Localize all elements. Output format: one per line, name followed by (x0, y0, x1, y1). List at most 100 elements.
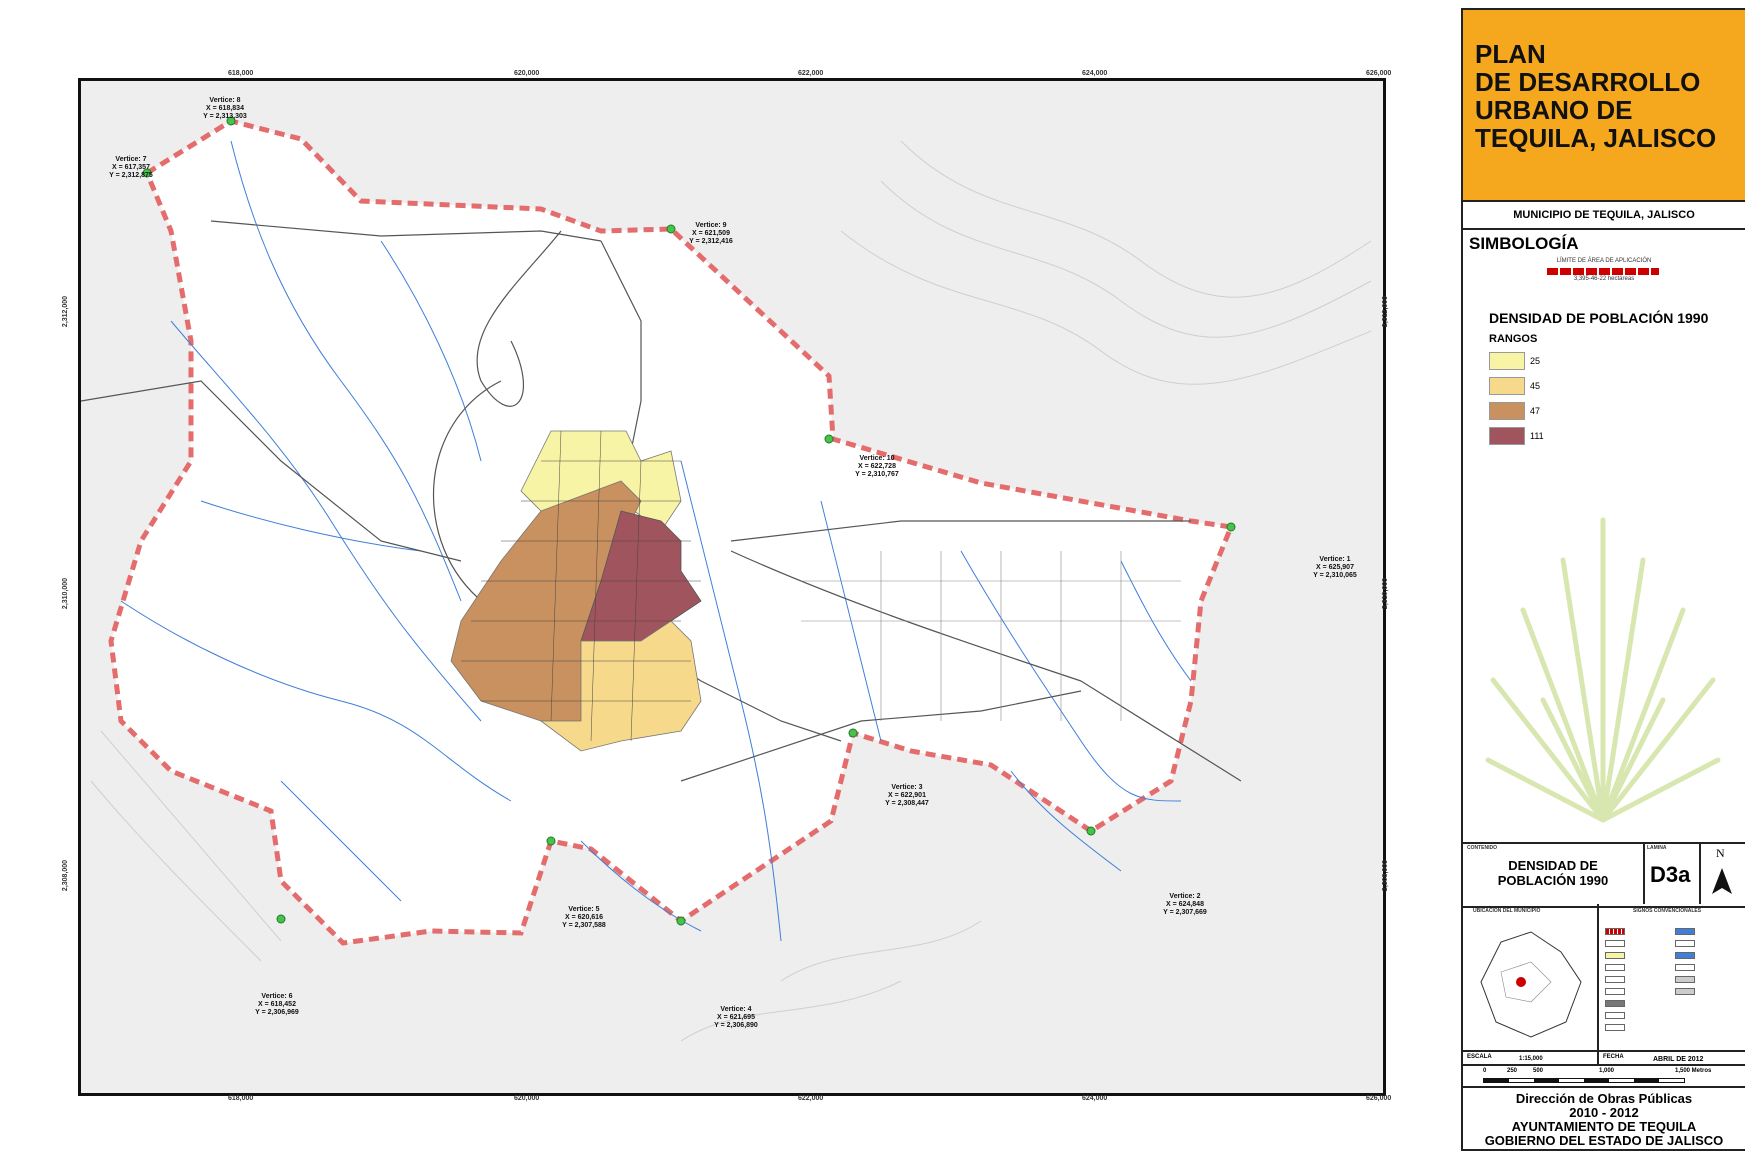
ubicacion-label: UBICACIÓN DEL MUNICIPIO (1473, 908, 1541, 914)
top-tick: 620,000 (514, 70, 540, 77)
sign-swatch (1605, 976, 1625, 983)
escala-value: 1:15,000 (1519, 1056, 1543, 1062)
bottom-tick: 620,000 (514, 1095, 540, 1102)
limite-label: LÍMITE DE ÁREA DE APLICACIÓN (1556, 258, 1652, 264)
signos-label: SIGNOS CONVENCIONALES (1633, 908, 1702, 914)
footer-line: Dirección de Obras Públicas (1515, 1091, 1693, 1106)
sign-swatch (1605, 952, 1625, 959)
north-label: N (1716, 846, 1725, 860)
sign-swatch (1605, 988, 1625, 995)
lamina-code: D3a (1650, 862, 1691, 887)
sign-swatch (1605, 940, 1625, 947)
sign-swatch (1675, 976, 1695, 983)
location-minimap (1480, 931, 1582, 1038)
footer-line: GOBIERNO DEL ESTADO DE JALISCO (1484, 1133, 1724, 1148)
right-tick: 2,308,000 (1382, 859, 1390, 892)
plan-title: PLAN DE DESARROLLO URBANO DE TEQUILA, JA… (1475, 39, 1717, 153)
divider (1597, 904, 1599, 1050)
bottom-tick: 618,000 (228, 1095, 254, 1102)
left-tick: 2,308,000 (62, 859, 70, 892)
street-grid (801, 551, 1181, 721)
scale-tick: 0 (1483, 1068, 1487, 1074)
simbologia-heading: SIMBOLOGÍA (1469, 234, 1579, 253)
density-zone-45 (539, 620, 702, 752)
divider (1699, 842, 1701, 904)
vertex-markers (142, 116, 1236, 926)
rangos-heading: RANGOS (1489, 333, 1538, 345)
fecha-label: FECHA (1603, 1054, 1624, 1060)
density-zone-111 (580, 510, 702, 642)
footer-block: Dirección de Obras Públicas 2010 - 2012 … (1463, 1092, 1745, 1148)
scale-tick: 1,000 (1599, 1068, 1615, 1074)
contenido-label: CONTENIDO (1467, 845, 1497, 851)
divider (1463, 1050, 1745, 1052)
footer-line: 2010 - 2012 (1569, 1105, 1639, 1120)
divider (1597, 1050, 1599, 1064)
escala-label: ESCALA (1467, 1054, 1492, 1060)
limite-symbol (1547, 268, 1659, 275)
right-tick: 2,312,000 (1382, 295, 1390, 328)
scale-tick: 250 (1507, 1068, 1518, 1074)
top-tick: 624,000 (1082, 70, 1108, 77)
legend-swatch-45 (1489, 377, 1525, 395)
density-title: DENSIDAD DE POBLACIÓN 1990 (1489, 310, 1709, 326)
legend-swatch-25 (1489, 352, 1525, 370)
legend-panel: PLAN DE DESARROLLO URBANO DE TEQUILA, JA… (1461, 8, 1745, 1151)
legend-label: 111 (1530, 431, 1544, 441)
sign-swatch (1675, 952, 1695, 959)
bottom-tick: 626,000 (1366, 1095, 1392, 1102)
city-streets (461, 430, 701, 742)
title-block: PLAN DE DESARROLLO URBANO DE TEQUILA, JA… (1463, 10, 1745, 202)
content-box (1463, 842, 1745, 908)
map-frame[interactable] (78, 78, 1386, 1096)
sign-swatch (1605, 1000, 1625, 1007)
fecha-value: ABRIL DE 2012 (1653, 1056, 1704, 1063)
scale-tick: 1,500 Metros (1675, 1068, 1712, 1074)
bottom-tick: 624,000 (1082, 1095, 1108, 1102)
sign-swatch (1605, 1024, 1625, 1031)
north-arrow-icon (1712, 868, 1732, 894)
sign-swatch (1605, 928, 1625, 935)
sign-swatch (1675, 964, 1695, 971)
scale-bar (1483, 1078, 1685, 1083)
footer-line: AYUNTAMIENTO DE TEQUILA (1511, 1119, 1697, 1134)
left-tick: 2,310,000 (62, 577, 70, 610)
sign-swatch (1605, 1012, 1625, 1019)
top-tick: 622,000 (798, 70, 824, 77)
divider (1463, 1064, 1745, 1066)
divider (1463, 1086, 1745, 1088)
municipio-label: MUNICIPIO DE TEQUILA, JALISCO (1463, 202, 1745, 230)
bottom-tick: 622,000 (798, 1095, 824, 1102)
sign-swatch (1675, 988, 1695, 995)
sign-swatch (1675, 928, 1695, 935)
sign-swatch (1675, 940, 1695, 947)
right-tick: 2,310,000 (1382, 577, 1390, 610)
divider (1643, 842, 1645, 904)
legend-label: 25 (1530, 356, 1541, 366)
top-tick: 626,000 (1366, 70, 1392, 77)
sign-swatch (1605, 964, 1625, 971)
agave-watermark (1485, 517, 1721, 823)
roads (81, 220, 1242, 782)
top-tick: 618,000 (228, 70, 254, 77)
legend-swatch-47 (1489, 402, 1525, 420)
legend-label: 45 (1530, 381, 1541, 391)
map-canvas[interactable] (81, 81, 1383, 1093)
lamina-label: LAMINA (1647, 845, 1667, 851)
legend-swatch-111 (1489, 427, 1525, 445)
legend-label: 47 (1530, 406, 1541, 416)
contour-lines (90, 140, 1372, 1042)
limite-area: 3,395-46-22 hectáreas (1573, 276, 1635, 282)
left-tick: 2,312,000 (62, 295, 70, 328)
contenido-value: DENSIDAD DE POBLACIÓN 1990 (1497, 858, 1609, 888)
